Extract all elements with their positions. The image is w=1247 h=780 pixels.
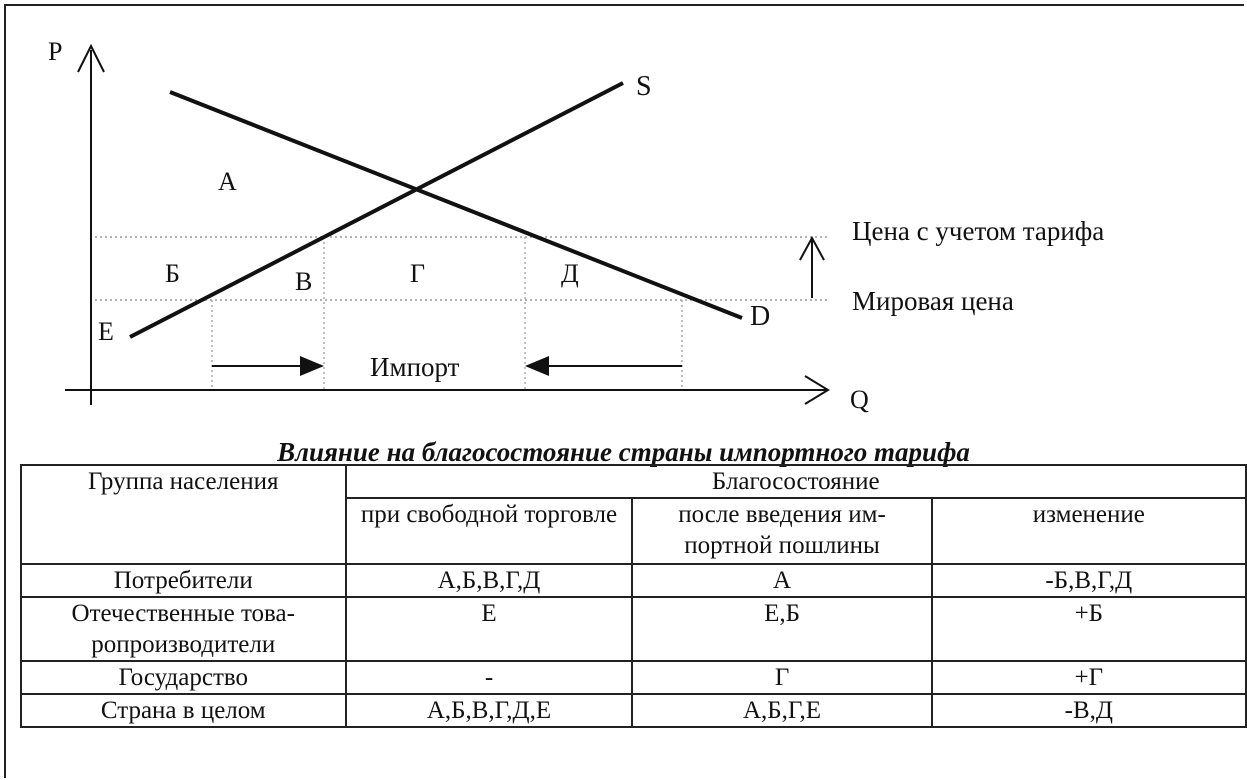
tariff-diagram: P Q S D А Б В Г Д Е Цена с учетом тарифа…	[48, 37, 1104, 414]
page-frame	[4, 4, 1244, 778]
row-after: А,Б,Г,Е	[631, 693, 933, 728]
subheader-change: изменение	[930, 497, 1247, 565]
row-free: -	[344, 660, 634, 695]
row-after: Г	[631, 660, 933, 695]
area-d-label: Д	[561, 259, 579, 288]
row-change: -В,Д	[930, 693, 1247, 728]
row-group: Страна в целом	[20, 693, 347, 728]
table-row: Государство - Г +Г	[20, 660, 1247, 695]
table-caption: Влияние на благосостояние страны импортн…	[277, 437, 970, 467]
table-row: Отечественные това-ропроизводители Е Е,Б…	[20, 596, 1247, 662]
import-label: Импорт	[370, 352, 460, 382]
area-g-label: Г	[410, 259, 425, 288]
row-free: Е	[344, 596, 634, 662]
header-row: Группа населения Благосостояние	[20, 464, 1247, 565]
row-after: А	[631, 563, 933, 598]
area-v-label: В	[295, 267, 312, 296]
row-change: +Г	[930, 660, 1247, 695]
group-header: Группа населения	[20, 464, 347, 565]
demand-curve	[169, 90, 743, 320]
row-free: А,Б,В,Г,Д	[344, 563, 634, 598]
tariff-price-label: Цена с учетом тарифа	[852, 216, 1104, 246]
supply-curve	[129, 81, 624, 339]
welfare-table: Группа населения Благосостояние при своб…	[20, 464, 1247, 728]
subheader-row: при свободной торговле после введения им…	[21, 497, 1247, 565]
table-row: Потребители А,Б,В,Г,Д А -Б,В,Г,Д	[20, 563, 1247, 598]
area-a-label: А	[218, 167, 237, 196]
table-row: Страна в целом А,Б,В,Г,Д,Е А,Б,Г,Е -В,Д	[20, 693, 1247, 728]
welfare-header: Благосостояние	[344, 464, 1247, 499]
subheader-after-duty: после введения им-портной пошлины	[631, 497, 933, 565]
tariff-shift-arrowhead	[799, 235, 825, 261]
q-axis-arrowhead	[804, 375, 830, 405]
world-price-label: Мировая цена	[852, 286, 1014, 316]
row-after: Е,Б	[631, 596, 933, 662]
p-axis-arrowhead	[77, 43, 105, 73]
area-e-label: Е	[98, 317, 114, 346]
row-change: -Б,В,Г,Д	[930, 563, 1247, 598]
demand-label: D	[750, 301, 770, 332]
p-axis-label: P	[48, 37, 62, 66]
q-axis-label: Q	[850, 385, 869, 414]
row-group: Отечественные това-ропроизводители	[20, 596, 347, 662]
supply-label: S	[636, 71, 652, 102]
area-b-label: Б	[165, 259, 180, 288]
row-free: А,Б,В,Г,Д,Е	[344, 693, 634, 728]
row-change: +Б	[930, 596, 1247, 662]
row-group: Государство	[20, 660, 347, 695]
subheader-free-trade: при свободной торговле	[344, 497, 634, 565]
row-group: Потребители	[20, 563, 347, 598]
